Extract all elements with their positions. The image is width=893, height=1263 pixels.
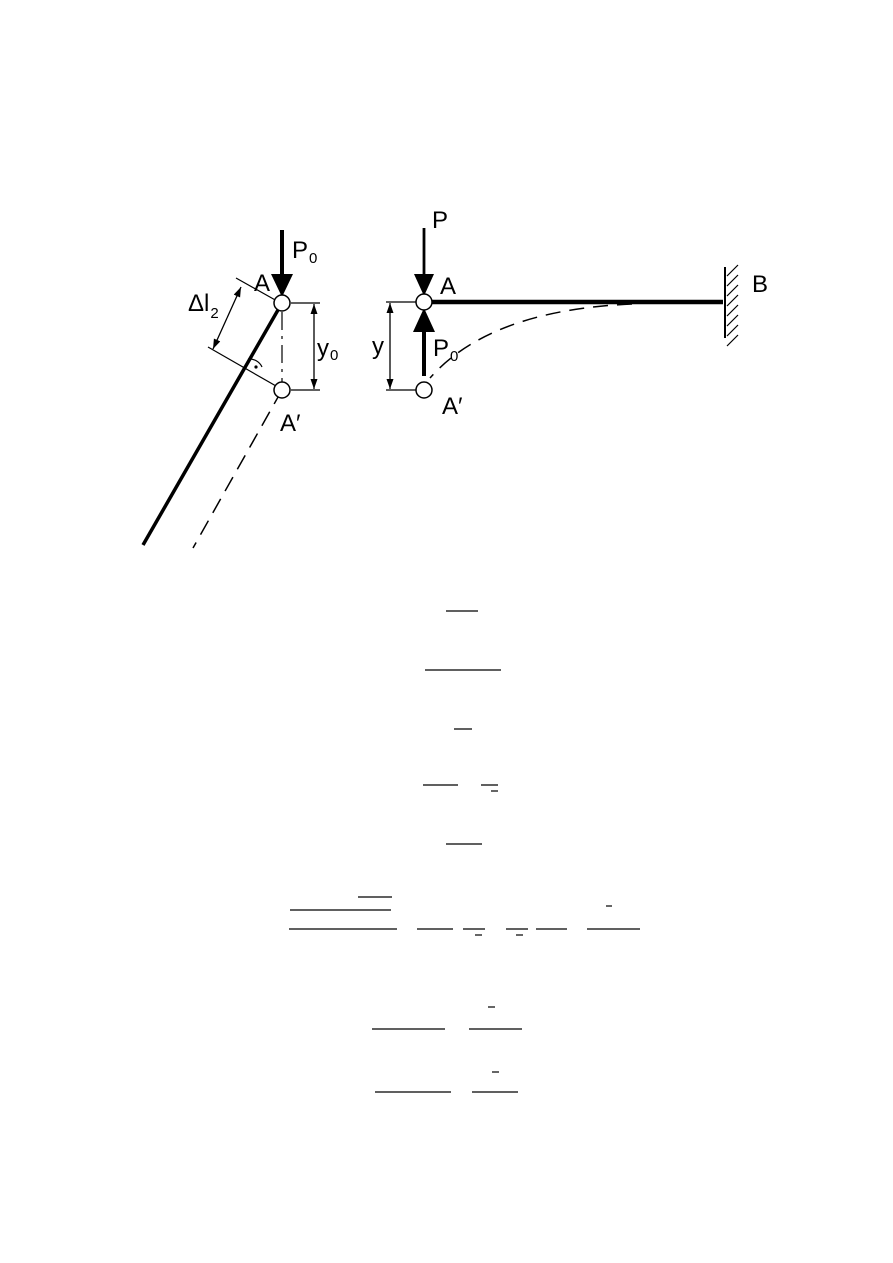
hinge-a-prime-icon [273, 381, 291, 399]
left-figure: P0 A Δl2 y0 A′ [141, 230, 338, 549]
label-y0: y0 [317, 335, 338, 364]
label-a-left: A [254, 270, 270, 297]
right-angle-mark-icon [247, 358, 263, 368]
hinge-a-prime-right-icon [415, 381, 433, 399]
label-p0-left: P0 [292, 237, 317, 267]
right-figure: P A B y P0 A′ [372, 207, 768, 420]
extension-line [235, 277, 278, 302]
hinge-a-icon [273, 294, 291, 312]
deformed-bar-dashed [192, 389, 283, 549]
label-a-right: A [440, 273, 456, 300]
perpendicular-line [207, 346, 277, 387]
label-p-right: P [432, 207, 448, 234]
label-a-prime-left: A′ [280, 410, 301, 437]
label-delta-l2: Δl2 [188, 290, 219, 322]
label-y-right: y [372, 333, 384, 360]
delta-l2-dimension-arrow [226, 286, 242, 319]
equation-fraction-bars [289, 610, 640, 1093]
inclined-bar [141, 302, 284, 546]
label-a-prime-right: A′ [442, 393, 463, 420]
hinge-a-right-icon [415, 293, 433, 311]
wall-hatch [726, 264, 739, 347]
label-p0-right: P0 [433, 335, 458, 365]
deflection-curve-dashed [429, 303, 633, 379]
label-b-right: B [752, 271, 768, 298]
